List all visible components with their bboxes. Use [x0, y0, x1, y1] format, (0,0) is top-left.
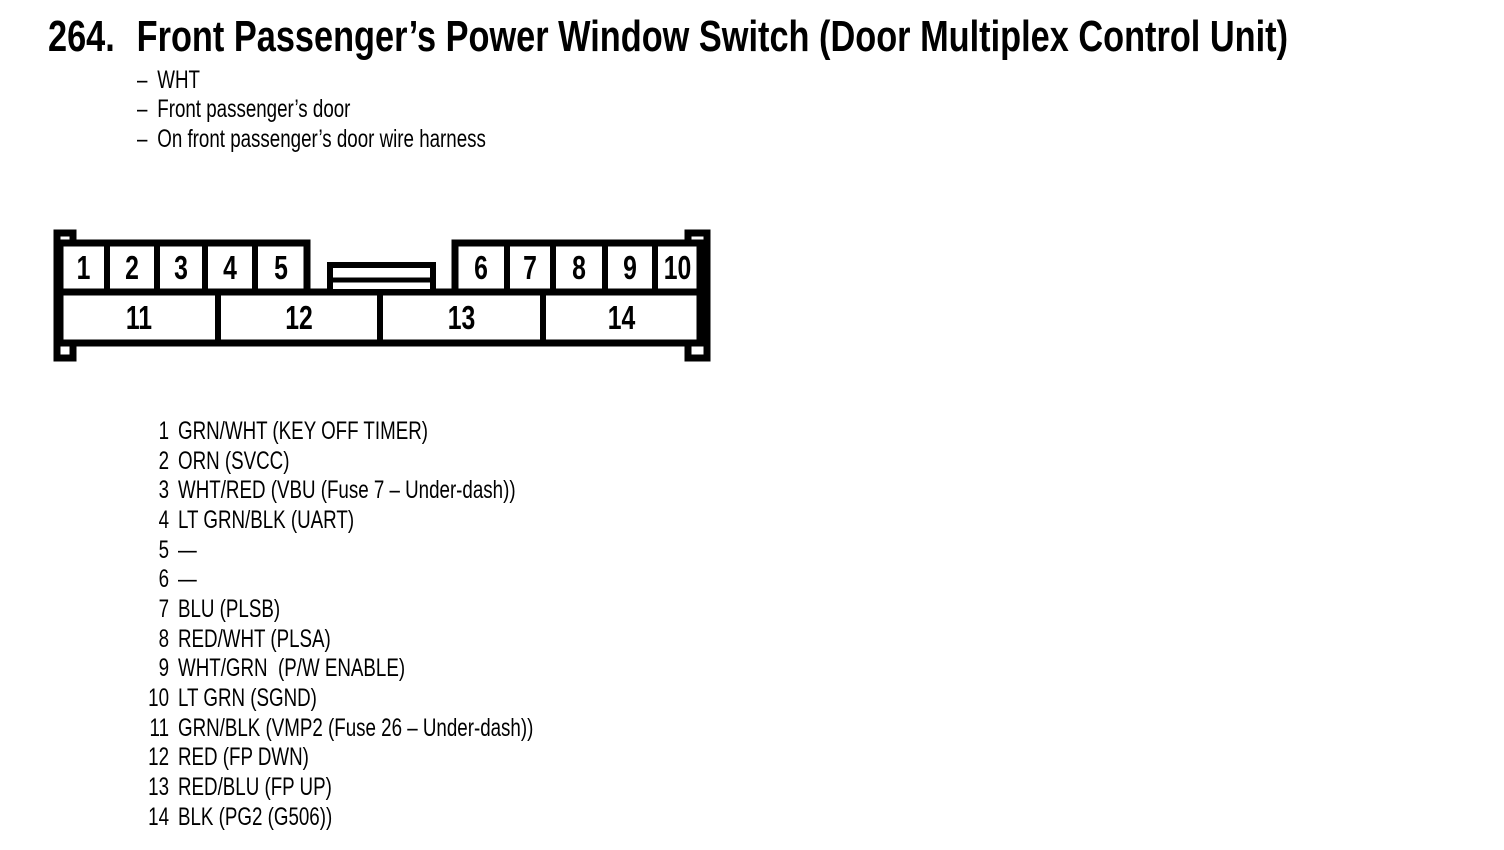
pin-number: 11 — [149, 713, 169, 742]
pinout-row: 12 RED (FP DWN) — [142, 743, 533, 773]
pinout-row: 7 BLU (PLSB) — [142, 595, 533, 625]
section-title: Front Passenger’s Power Window Switch (D… — [136, 12, 1289, 61]
pinout-row: 5— — [142, 536, 533, 566]
pin-number: 12 — [148, 743, 169, 772]
page-title: 264. Front Passenger’s Power Window Switc… — [48, 15, 1288, 59]
pin-number: 6 — [158, 565, 169, 594]
pinout-row: 9 WHT/GRN (P/W ENABLE) — [142, 654, 533, 684]
pin-number: 2 — [158, 446, 169, 475]
note-line: –On front passenger’s door wire harness — [137, 125, 486, 154]
pin-description: RED/WHT (PLSA) — [178, 624, 331, 653]
connector-diagram: 1 2 3 4 5 6 7 8 9 10 11 12 13 14 — [48, 224, 718, 364]
pin-number: 10 — [148, 683, 169, 712]
connector-pin-11: 11 — [125, 298, 153, 336]
pin-number: 5 — [158, 535, 169, 564]
connector-pin-14: 14 — [607, 298, 636, 336]
pinout-row: 3 WHT/RED (VBU (Fuse 7 – Under-dash)) — [142, 476, 533, 506]
pinout-row: 1 GRN/WHT (KEY OFF TIMER) — [142, 417, 533, 447]
section-number: 264. — [48, 12, 115, 61]
pin-number: 13 — [148, 772, 169, 801]
pin-description: RED (FP DWN) — [178, 743, 309, 772]
pin-description: LT GRN/BLK (UART) — [178, 505, 355, 534]
top-right-block — [451, 239, 704, 296]
pinout-row: 6— — [142, 565, 533, 595]
connector-pin-2: 2 — [125, 248, 139, 286]
pinout-row: 14 BLK (PG2 (G506)) — [142, 803, 533, 833]
pin-description: — — [178, 565, 197, 594]
pinout-row: 8 RED/WHT (PLSA) — [142, 625, 533, 655]
pin-description: RED/BLU (FP UP) — [178, 772, 332, 801]
pin-description: BLK (PG2 (G506)) — [178, 802, 333, 831]
connector-pin-10: 10 — [663, 248, 692, 286]
pinout-row: 4 LT GRN/BLK (UART) — [142, 506, 533, 536]
pinout-row: 10 LT GRN (SGND) — [142, 684, 533, 714]
pin-number: 9 — [158, 654, 169, 683]
pin-description: ORN (SVCC) — [178, 446, 290, 475]
connector-right-bracket — [684, 229, 711, 362]
connector-pin-3: 3 — [174, 248, 188, 286]
pinout-row: 13 RED/BLU (FP UP) — [142, 773, 533, 803]
connector-pin-13: 13 — [447, 298, 476, 336]
connector-pin-4: 4 — [223, 248, 237, 286]
connector-pin-12: 12 — [285, 298, 313, 336]
top-left-block — [56, 239, 311, 296]
connector-outline-svg — [53, 229, 711, 362]
pin-description: — — [178, 535, 197, 564]
pin-description: LT GRN (SGND) — [178, 683, 317, 712]
note-dash: – — [137, 95, 148, 124]
note-dash: – — [137, 66, 148, 94]
pin-number: 14 — [148, 802, 169, 831]
connector-pin-7: 7 — [523, 248, 537, 286]
connector-pin-5: 5 — [274, 248, 288, 286]
pinout-row: 2 ORN (SVCC) — [142, 447, 533, 477]
pin-number: 8 — [158, 624, 169, 653]
pinout-row: 11 GRN/BLK (VMP2 (Fuse 26 – Under-dash)) — [142, 713, 534, 744]
note-text: Front passenger’s door — [157, 95, 351, 124]
pin-number: 3 — [158, 476, 169, 505]
note-text: WHT — [157, 66, 200, 94]
pin-number: 7 — [158, 594, 169, 623]
pin-description: GRN/WHT (KEY OFF TIMER) — [178, 417, 429, 445]
pin-description: BLU (PLSB) — [178, 594, 281, 623]
pin-description: GRN/BLK (VMP2 (Fuse 26 – Under-dash)) — [178, 713, 534, 742]
pin-number: 4 — [158, 505, 169, 534]
connector-pin-9: 9 — [623, 248, 637, 286]
connector-notes: –WHT –Front passenger’s door –On front p… — [137, 66, 486, 154]
connector-pin-1: 1 — [76, 248, 91, 286]
pin-number: 1 — [158, 417, 169, 445]
note-text: On front passenger’s door wire harness — [157, 124, 486, 153]
connector-pin-8: 8 — [572, 248, 586, 286]
pin-description: WHT/GRN (P/W ENABLE) — [178, 654, 406, 683]
note-line: –Front passenger’s door — [137, 95, 486, 124]
connector-pin-6: 6 — [474, 248, 488, 286]
note-dash: – — [137, 124, 148, 153]
pin-description: WHT/RED (VBU (Fuse 7 – Under-dash)) — [178, 476, 516, 505]
note-line: –WHT — [137, 66, 486, 95]
